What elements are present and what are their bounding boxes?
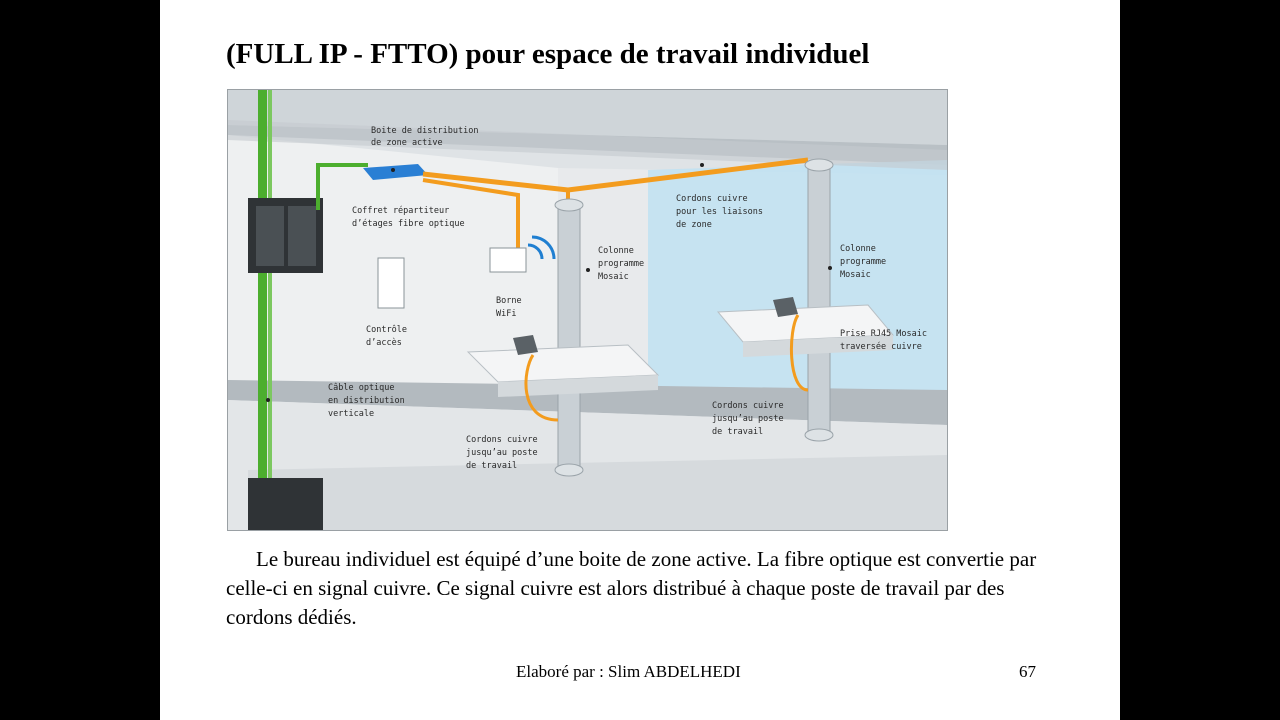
leader-dot-colonne-a xyxy=(586,268,590,272)
leader-dot-boite xyxy=(391,168,395,172)
label-borne-line2: WiFi xyxy=(496,309,516,319)
access-control-reader xyxy=(377,257,405,309)
label-boite-line2: de zone active xyxy=(371,138,443,148)
wifi-signal-icon-2 xyxy=(531,235,556,260)
label-colonne-a-line1: Colonne xyxy=(598,246,634,256)
mosaic-column-a xyxy=(557,204,581,471)
label-cordons-poste-a-line3: de travail xyxy=(466,461,517,471)
label-cordons-poste-b-line1: Cordons cuivre xyxy=(712,401,784,411)
label-cordons-poste-b-line2: jusqu’au poste xyxy=(712,414,784,424)
label-coffret-line2: d’étages fibre optique xyxy=(352,218,465,229)
vertical-fiber-cable xyxy=(258,90,267,530)
footer-author: Elaboré par : Slim ABDELHEDI xyxy=(516,662,741,681)
label-cordons-poste-b-line3: de travail xyxy=(712,427,763,437)
vertical-fiber-cable-2 xyxy=(268,90,272,530)
page-number: 67 xyxy=(1019,662,1036,681)
label-colonne-a-line3: Mosaic xyxy=(598,272,629,282)
label-coffret-line1: Coffret répartiteur xyxy=(352,205,449,216)
desk-b-front xyxy=(743,335,893,357)
label-colonne-b-line1: Colonne xyxy=(840,244,876,254)
laptop-b xyxy=(773,297,798,317)
ceiling-slab xyxy=(228,120,947,170)
label-cordons-poste-a-line1: Cordons cuivre xyxy=(466,435,538,445)
building-diagram: Boite de distribution de zone active Cof… xyxy=(228,90,947,530)
label-colonne-a-line2: programme xyxy=(598,259,644,269)
description-text: Le bureau individuel est équipé d’une bo… xyxy=(226,547,1037,629)
mosaic-column-b xyxy=(807,164,831,436)
label-colonne-b-line2: programme xyxy=(840,257,886,267)
copper-to-wifi xyxy=(422,178,520,250)
label-controle-line1: Contrôle xyxy=(366,324,407,335)
laptop-a xyxy=(513,335,538,355)
copper-cord-desk-b xyxy=(789,314,809,392)
label-borne-line1: Borne xyxy=(496,296,522,306)
label-boite-line1: Boite de distribution xyxy=(371,126,478,136)
zone-active-box xyxy=(363,164,428,180)
label-colonne-b-line3: Mosaic xyxy=(840,270,871,280)
leader-dot-colonne-b xyxy=(828,266,832,270)
label-controle-line2: d’accès xyxy=(366,337,402,348)
description-paragraph: Le bureau individuel est équipé d’une bo… xyxy=(226,545,1046,632)
lower-floor-room xyxy=(248,455,947,530)
label-cable-line2: en distribution xyxy=(328,396,405,406)
column-a-top xyxy=(554,198,584,212)
leader-dot-cordons-zone xyxy=(700,163,704,167)
label-prise-line1: Prise RJ45 Mosaic xyxy=(840,329,927,339)
wifi-signal-icon xyxy=(527,243,544,260)
fiber-to-zone-box xyxy=(316,163,368,210)
label-cable-line3: verticale xyxy=(328,409,374,419)
label-cordons-zone-line2: pour les liaisons xyxy=(676,207,763,217)
wifi-box xyxy=(489,247,527,273)
floor-edge xyxy=(228,380,947,425)
label-prise-line2: traversée cuivre xyxy=(840,341,922,352)
slide-title: (FULL IP - FTTO) pour espace de travail … xyxy=(226,38,870,70)
label-cordons-poste-a-line2: jusqu’au poste xyxy=(466,448,538,458)
leader-dot-cable xyxy=(266,398,270,402)
upper-floor-slab xyxy=(228,90,947,145)
glass-partition xyxy=(648,160,947,420)
slide-page: (FULL IP - FTTO) pour espace de travail … xyxy=(160,0,1120,720)
label-cordons-zone-line3: de zone xyxy=(676,220,712,230)
lower-cabinet xyxy=(248,478,323,530)
column-a-bottom xyxy=(554,463,584,477)
label-cable-line1: Câble optique xyxy=(328,383,395,393)
ftto-illustration: Boite de distribution de zone active Cof… xyxy=(227,89,948,531)
cabinet-door-right xyxy=(288,206,316,266)
column-b-top xyxy=(804,158,834,172)
cabinet-door-left xyxy=(256,206,284,266)
desk-a-front xyxy=(498,375,658,397)
label-cordons-zone-line1: Cordons cuivre xyxy=(676,194,748,204)
column-b-bottom xyxy=(804,428,834,442)
copper-cord-desk-a xyxy=(524,354,559,422)
